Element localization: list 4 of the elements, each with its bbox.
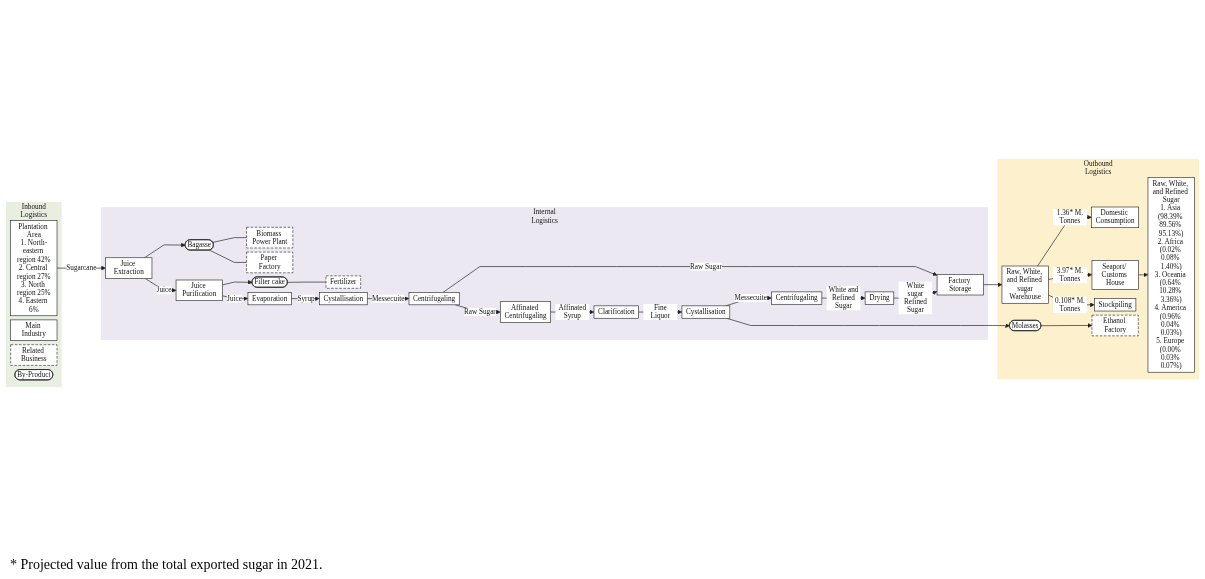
connector: [287, 281, 327, 283]
connector: [212, 236, 247, 243]
connector: [209, 249, 247, 263]
footnote: * Projected value from the total exported sugar in 2021.: [10, 557, 323, 573]
